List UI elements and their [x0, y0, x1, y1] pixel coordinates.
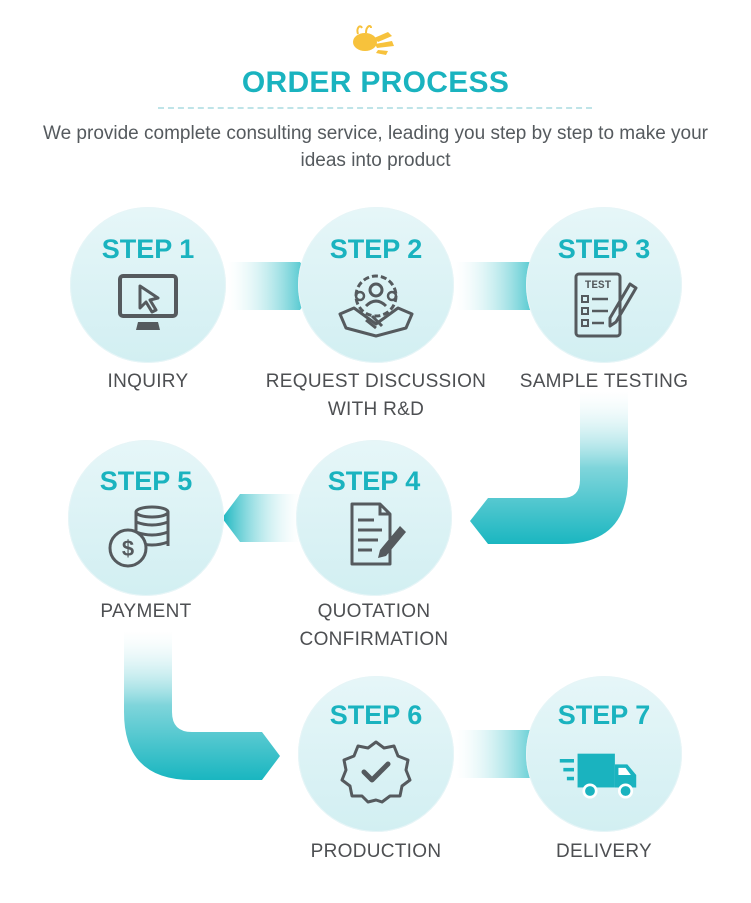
document-pen-icon [350, 502, 406, 566]
arrow-step5-to-step6 [124, 632, 280, 780]
step-1-circle [70, 207, 226, 363]
bee-logo-icon [353, 24, 394, 55]
arrow-step1-to-step2 [228, 262, 316, 310]
arrow-step3-to-step4 [470, 392, 628, 544]
page-title: ORDER PROCESS [241, 66, 510, 99]
step-1-number: STEP 1 [101, 234, 195, 264]
step-2-label: REQUEST DISCUSSION WITH R&D [265, 371, 487, 420]
step-4-label: QUOTATION CONFIRMATION [299, 601, 449, 650]
step-7-label: DELIVERY [555, 841, 653, 862]
step-3-number: STEP 3 [557, 234, 651, 264]
step-3-label: SAMPLE TESTING [519, 371, 689, 392]
monitor-cursor-icon [118, 274, 178, 330]
step-7-number: STEP 7 [557, 700, 651, 730]
title-divider [158, 107, 592, 109]
step-5-label: PAYMENT [100, 601, 192, 622]
coins-dollar-icon: $ [108, 505, 170, 568]
arrow-step4-to-step5 [222, 494, 300, 542]
step-4-circle [296, 440, 452, 596]
step-2-number: STEP 2 [329, 234, 423, 264]
delivery-truck-icon [559, 753, 637, 799]
page-subtitle: We provide complete consulting service, … [43, 123, 708, 171]
step-6-label: PRODUCTION [310, 841, 442, 862]
team-handshake-gear-icon [338, 274, 414, 338]
test-clipboard-icon: TEST [574, 272, 638, 338]
step-6-number: STEP 6 [329, 700, 423, 730]
arrow-step2-to-step3 [456, 262, 546, 310]
step-1-label: INQUIRY [107, 371, 189, 392]
step-4-number: STEP 4 [327, 466, 421, 496]
step-5-number: STEP 5 [99, 466, 193, 496]
test-text: TEST [585, 280, 612, 292]
step-6-circle [298, 676, 454, 832]
svg-text:$: $ [122, 536, 134, 561]
quality-check-badge-icon [340, 740, 412, 804]
